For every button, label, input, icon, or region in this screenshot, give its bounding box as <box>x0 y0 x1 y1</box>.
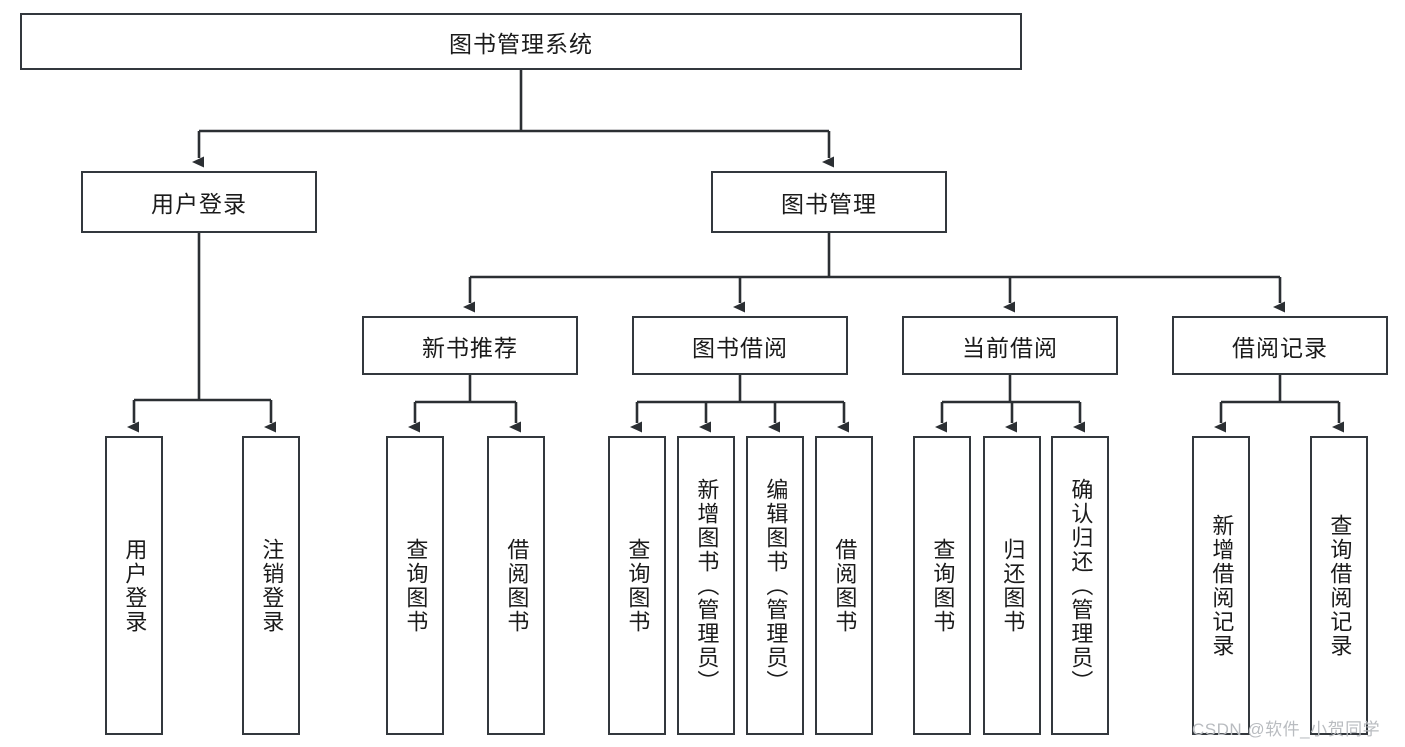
node-root[interactable]: 图书管理系统 <box>20 13 1022 70</box>
node-book-borrow[interactable]: 图书借阅 <box>632 316 848 375</box>
node-leaf-query-book-1[interactable]: 查询图书 <box>386 436 444 735</box>
node-leaf-return-book[interactable]: 归还图书 <box>983 436 1041 735</box>
node-new-book-rec[interactable]: 新书推荐 <box>362 316 578 375</box>
node-leaf-borrow-book-2[interactable]: 借阅图书 <box>815 436 873 735</box>
csdn-watermark: CSDN @软件_小贺同学 <box>1192 720 1381 739</box>
node-borrow-record[interactable]: 借阅记录 <box>1172 316 1388 375</box>
node-leaf-query-book-2[interactable]: 查询图书 <box>608 436 666 735</box>
node-user-login[interactable]: 用户登录 <box>81 171 317 233</box>
node-leaf-add-record[interactable]: 新增借阅记录 <box>1192 436 1250 735</box>
node-leaf-add-book[interactable]: 新增图书（管理员） <box>677 436 735 735</box>
node-leaf-user-logout[interactable]: 注销登录 <box>242 436 300 735</box>
node-leaf-query-book-3[interactable]: 查询图书 <box>913 436 971 735</box>
node-leaf-borrow-book-1[interactable]: 借阅图书 <box>487 436 545 735</box>
node-leaf-user-login[interactable]: 用户登录 <box>105 436 163 735</box>
node-leaf-query-record[interactable]: 查询借阅记录 <box>1310 436 1368 735</box>
node-current-borrow[interactable]: 当前借阅 <box>902 316 1118 375</box>
node-book-manage[interactable]: 图书管理 <box>711 171 947 233</box>
node-leaf-confirm-return[interactable]: 确认归还（管理员） <box>1051 436 1109 735</box>
node-leaf-edit-book[interactable]: 编辑图书（管理员） <box>746 436 804 735</box>
